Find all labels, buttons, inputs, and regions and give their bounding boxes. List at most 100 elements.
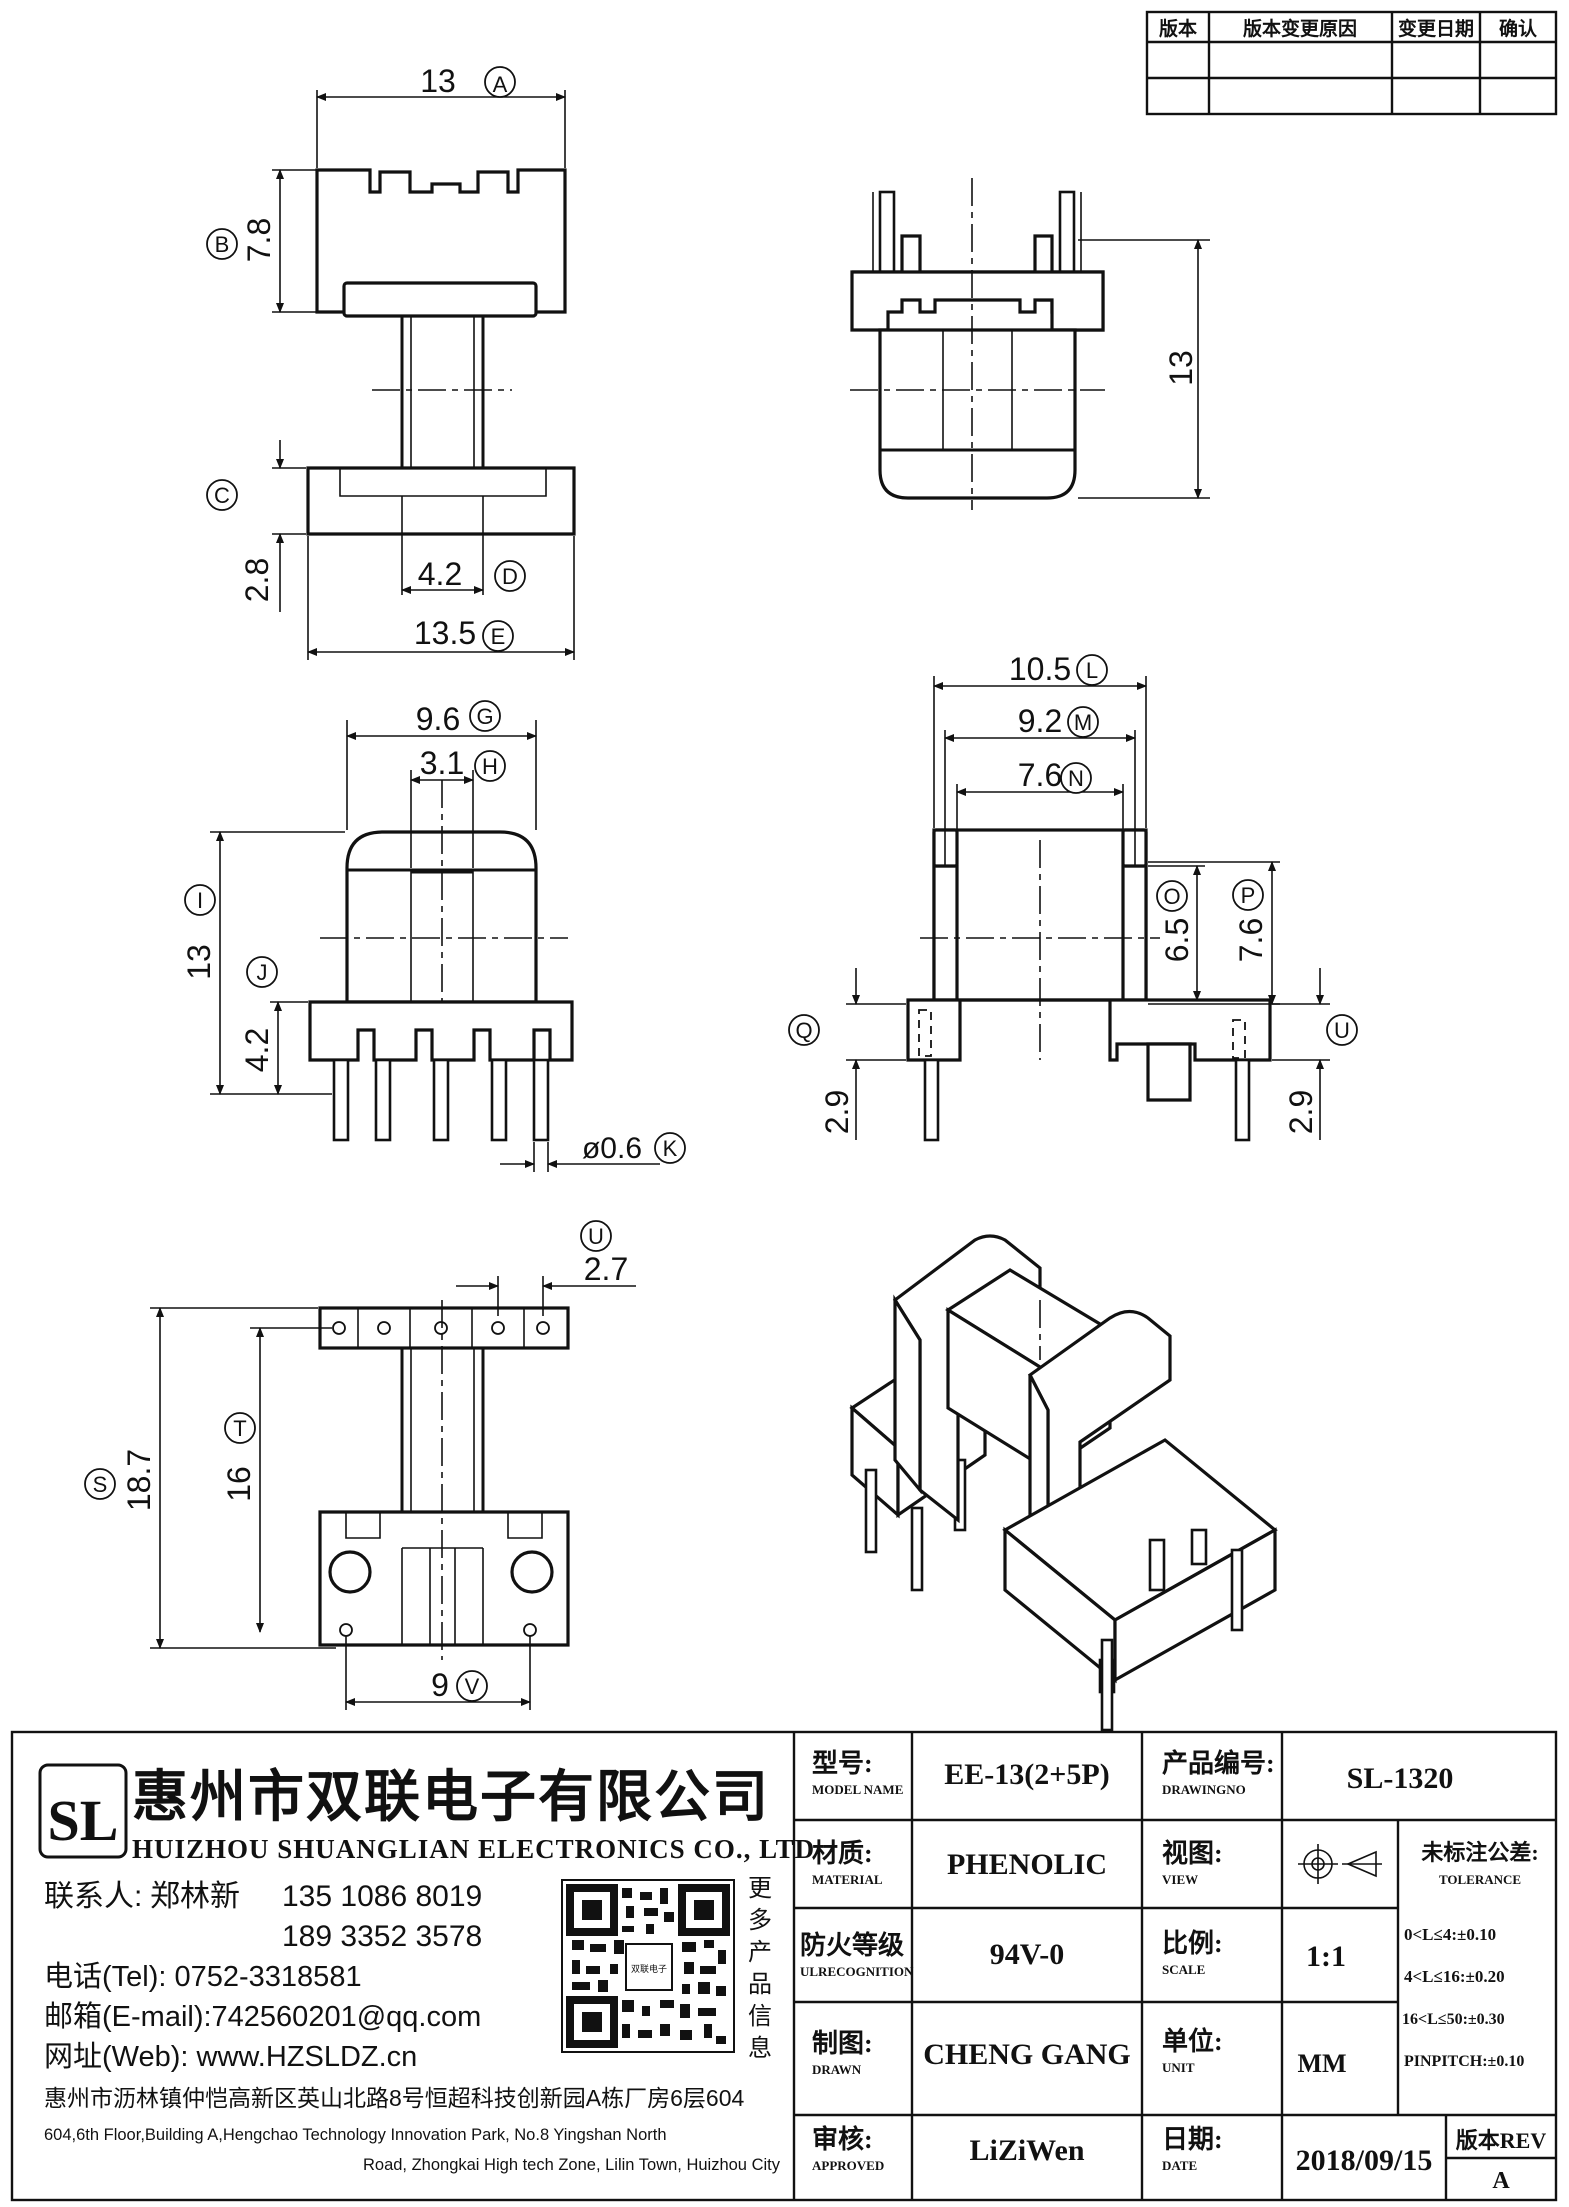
unit-label: 单位: [1162,2026,1223,2056]
view-label-en: VIEW [1162,1872,1198,1887]
ul-label-en: ULRECOGNITION [800,1964,914,1979]
approved-label-en: APPROVED [812,2158,884,2173]
qr-code-icon: 双联电子 [561,1879,735,2053]
dim-n-tag: N [1060,762,1092,794]
svg-text:U: U [588,1224,604,1249]
dim-s-tag: S [84,1468,116,1500]
dim-c-tag: C [206,479,238,511]
address-en-2: Road, Zhongkai High tech Zone, Lilin Tow… [363,2156,781,2174]
model-label-en: MODEL NAME [812,1782,903,1797]
svg-text:G: G [476,704,493,729]
tolerance-2: 4<L≤16:±0.20 [1404,1967,1505,1986]
scale-label: 比例: [1162,1929,1223,1958]
material-label-en: MATERIAL [812,1872,883,1887]
model-label: 型号: [812,1749,873,1778]
dim-j-value: 4.2 [239,1028,275,1072]
dim-v-value: 9 [431,1667,449,1703]
date-label-en: DATE [1162,2158,1197,2173]
svg-text:I: I [197,888,203,913]
dim-a-tag: A [484,66,516,98]
dim-l-value: 10.5 [1009,651,1071,687]
front-view-top-left: 13 A 7.8 B C 2.8 4.2 D 13.5 E [206,63,576,660]
dim-k-value: ø0.6 [582,1132,642,1165]
rev-header-date: 变更日期 [1398,17,1474,40]
dim-h-value: 3.1 [420,745,464,781]
section-view-middle-right: 10.5 L 9.2 M 7.6 N 6.5 O 7.6 P Q 2.9 [788,651,1358,1142]
qr-side-text-6: 息 [748,2035,772,2062]
svg-text:T: T [233,1416,246,1441]
ul-label: 防火等级 [800,1930,904,1960]
dim-d-value: 4.2 [418,556,462,592]
svg-text:K: K [663,1136,678,1161]
drawn-label: 制图: [812,2029,873,2058]
dim-p-tag: P [1232,879,1264,911]
material-label: 材质: [812,1839,873,1868]
dim-l-tag: L [1076,654,1108,686]
dim-p-value: 7.6 [1233,918,1269,962]
svg-text:U: U [1334,1018,1350,1043]
rev-header-confirm: 确认 [1499,17,1537,40]
unit-value: MM [1297,2049,1346,2078]
dim-b-tag: B [206,228,238,260]
dim-a-value: 13 [420,63,456,99]
drawing-value: SL-1320 [1347,1762,1454,1795]
svg-text:O: O [1163,884,1180,909]
svg-text:P: P [1241,883,1256,908]
dim-u-top-value: 2.7 [584,1251,628,1287]
bottom-view-lower-left: 18.7 S T 16 2.7 U 9 V [84,1220,636,1710]
dim-g-tag: G [469,700,501,732]
dim-e-tag: E [482,620,514,652]
tel-line: 电话(Tel): 0752-3318581 [44,1960,362,1993]
dim-t-value: 16 [221,1466,257,1502]
svg-text:S: S [93,1472,108,1497]
drawing-label: 产品编号: [1162,1748,1275,1778]
rev-value: A [1492,2168,1510,2194]
drawn-label-en: DRAWN [812,2062,862,2077]
dim-u-right-value: 2.9 [1283,1090,1319,1134]
company-name-cn: 惠州市双联电子有限公司 [132,1767,770,1829]
dim-m-tag: M [1067,706,1099,738]
date-label: 日期: [1162,2125,1223,2154]
dim-side-height-value: 13 [1163,350,1199,386]
svg-text:N: N [1068,766,1084,791]
approved-label: 审核: [812,2124,873,2154]
dim-q-tag: Q [788,1014,820,1046]
dim-j-tag: J [246,956,278,988]
tolerance-label-en: TOLERANCE [1439,1872,1521,1887]
rev-header-version: 版本 [1159,17,1197,40]
rev-label: 版本REV [1456,2128,1547,2153]
svg-text:V: V [465,1674,480,1699]
contact-phone-1: 135 1086 8019 [282,1880,482,1913]
projection-symbol-icon [1298,1844,1382,1884]
pin-view-middle-left: 9.6 G 3.1 H 13 I J 4.2 ø0.6 K [181,700,686,1172]
tolerance-4: PINPITCH:±0.10 [1404,2053,1524,2070]
contact-name: 郑林新 [150,1880,240,1913]
dim-i-value: 13 [181,944,217,980]
tolerance-1: 0<L≤4:±0.10 [1404,1925,1496,1944]
dim-o-value: 6.5 [1159,918,1195,962]
rev-header-reason: 版本变更原因 [1243,17,1357,40]
view-label: 视图: [1162,1839,1223,1868]
dim-v-tag: V [456,1670,488,1702]
dim-m-value: 9.2 [1018,703,1062,739]
dim-o-tag: O [1156,880,1188,912]
svg-text:SL: SL [48,1788,119,1853]
qr-side-text-5: 信 [748,2003,772,2030]
dim-s-value: 18.7 [121,1449,157,1511]
dim-k-tag: K [654,1132,686,1164]
approved-value: LiZiWen [969,2134,1084,2167]
svg-text:Q: Q [795,1018,812,1043]
dim-e-value: 13.5 [414,615,476,651]
svg-text:双联电子: 双联电子 [631,1963,667,1974]
dim-c-value: 2.8 [239,558,275,602]
qr-side-text-1: 更 [748,1875,772,1902]
dim-i-tag: I [184,884,216,916]
dim-u-top-tag: U [580,1220,612,1252]
dim-u-right-tag: U [1326,1014,1358,1046]
qr-side-text-2: 多 [748,1907,772,1934]
qr-side-text-3: 产 [748,1939,772,1966]
material-value: PHENOLIC [947,1848,1107,1881]
dim-t-tag: T [224,1412,256,1444]
revision-table: 版本 版本变更原因 变更日期 确认 [1145,10,1558,116]
